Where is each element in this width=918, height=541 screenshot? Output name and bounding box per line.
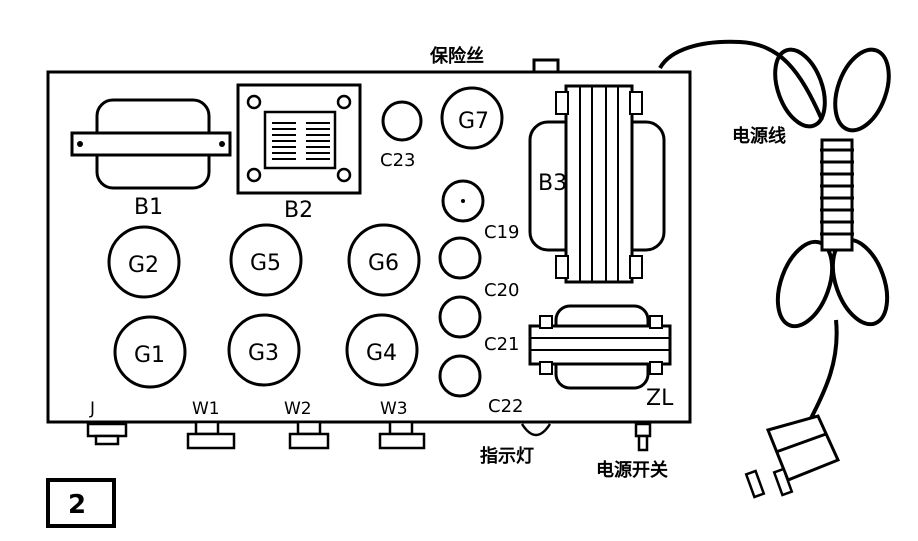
jack-j bbox=[86, 422, 128, 446]
tube-g7: G7 bbox=[440, 86, 504, 150]
tube-g5: G5 bbox=[229, 223, 303, 297]
choke-zl-label: ZL bbox=[646, 386, 674, 411]
figure-number-badge: 2 bbox=[46, 478, 116, 528]
transformer-b1-label: B1 bbox=[134, 195, 163, 220]
capacitor-c19-label: C19 bbox=[484, 222, 519, 243]
power-switch: 电源开关 bbox=[596, 422, 668, 481]
tube-g3: G3 bbox=[227, 313, 301, 387]
capacitor-c22-label: C22 bbox=[488, 396, 523, 417]
chassis-outline bbox=[46, 70, 692, 424]
tube-g1-label: G1 bbox=[134, 343, 165, 368]
knob-w3-label: W3 bbox=[380, 399, 408, 419]
indicator-lamp-label: 指示灯 bbox=[480, 445, 534, 467]
capacitor-c20-label: C20 bbox=[484, 280, 519, 301]
knob-w1 bbox=[186, 420, 236, 450]
fuse-label: 保险丝 bbox=[429, 45, 484, 67]
tube-g5-label: G5 bbox=[250, 251, 281, 276]
capacitor-c23: C23 bbox=[380, 100, 423, 171]
knob-w2 bbox=[288, 420, 330, 450]
knob-w2-label: W2 bbox=[284, 399, 312, 419]
tube-g3-label: G3 bbox=[248, 341, 279, 366]
power-plug bbox=[744, 414, 841, 499]
capacitor-c19: C19 bbox=[441, 179, 519, 243]
tube-g6-label: G6 bbox=[368, 251, 399, 276]
fuse-holder: 保险丝 bbox=[429, 45, 560, 74]
figure-number: 2 bbox=[68, 490, 86, 520]
capacitor-c21-label: C21 bbox=[484, 334, 519, 355]
tube-g2: G2 bbox=[107, 225, 181, 299]
capacitor-c20: C20 bbox=[438, 236, 519, 301]
tube-g4-label: G4 bbox=[366, 341, 397, 366]
knob-w3 bbox=[378, 420, 426, 450]
tube-g7-label: G7 bbox=[458, 109, 489, 134]
transformer-b3: B3 bbox=[528, 84, 666, 284]
capacitor-c21: C21 bbox=[438, 295, 519, 355]
capacitor-c23-label: C23 bbox=[380, 150, 415, 171]
capacitor-c22: C22 bbox=[438, 354, 523, 417]
power-switch-label: 电源开关 bbox=[596, 459, 668, 481]
choke-zl: ZL bbox=[528, 304, 674, 411]
tube-g6: G6 bbox=[347, 223, 421, 297]
power-cord-label: 电源线 bbox=[732, 125, 786, 147]
tube-g1: G1 bbox=[113, 315, 187, 389]
jack-j-label: J bbox=[89, 399, 95, 419]
tube-g2-label: G2 bbox=[128, 253, 159, 278]
power-cord: 电源线 bbox=[658, 39, 891, 425]
transformer-b1: B1 bbox=[70, 98, 232, 220]
tube-g4: G4 bbox=[345, 313, 419, 387]
transformer-b2: B2 bbox=[236, 83, 362, 223]
transformer-b2-label: B2 bbox=[284, 198, 313, 223]
transformer-b3-label: B3 bbox=[538, 171, 567, 196]
indicator-lamp: 指示灯 bbox=[480, 423, 552, 467]
knob-w1-label: W1 bbox=[192, 399, 220, 419]
